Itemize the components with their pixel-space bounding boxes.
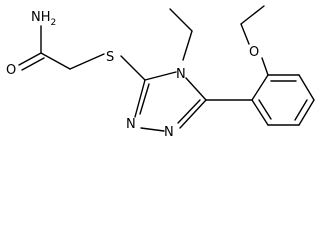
bond-n4-c5 bbox=[185, 77, 207, 101]
bond-o-ch2 bbox=[240, 23, 250, 45]
bond-ph-3-4 bbox=[298, 74, 315, 101]
bond-ethyl-ch2-ch3 bbox=[169, 8, 193, 32]
bond-n2-c3-inner bbox=[139, 83, 150, 115]
bond-ph-4-5 bbox=[298, 99, 315, 126]
atom-amide-nh2: NH2 bbox=[31, 10, 56, 28]
atom-ether-o: O bbox=[249, 45, 259, 60]
bond-c-o-double-2 bbox=[21, 57, 45, 71]
bond-n4-ch2 bbox=[182, 30, 193, 61]
bond-c5-n1 bbox=[179, 99, 207, 129]
bond-c5-n1-inner bbox=[177, 99, 201, 124]
bond-ph-1-2 bbox=[251, 74, 269, 101]
bond-ph-inner-b bbox=[294, 99, 308, 121]
bond-n2-c3 bbox=[134, 79, 146, 118]
atom-carbonyl-o: O bbox=[6, 63, 16, 78]
bond-ph-inner-c bbox=[258, 99, 272, 120]
bond-c-o-double-1 bbox=[18, 52, 42, 66]
bond-n1-n2 bbox=[140, 127, 165, 132]
bond-ethoxy-ch2-ch3 bbox=[240, 5, 265, 25]
atom-labels: NH2 O S N N N O bbox=[6, 10, 259, 140]
bond-c-ch2 bbox=[40, 52, 71, 70]
atom-ring-n4: N bbox=[176, 67, 186, 82]
bond-ph-o bbox=[261, 57, 269, 76]
bond-ch2-s bbox=[69, 53, 105, 70]
bonds bbox=[18, 5, 315, 132]
atom-thioether-s: S bbox=[106, 50, 114, 65]
atom-ring-n2: N bbox=[126, 117, 136, 132]
molecule-structure-diagram: NH2 O S N N N O bbox=[6, 5, 315, 140]
atom-ring-n1: N bbox=[164, 125, 174, 140]
bond-c3-n4 bbox=[144, 71, 177, 81]
bond-s-c3 bbox=[120, 55, 146, 81]
bond-ph-6-1 bbox=[251, 99, 269, 126]
